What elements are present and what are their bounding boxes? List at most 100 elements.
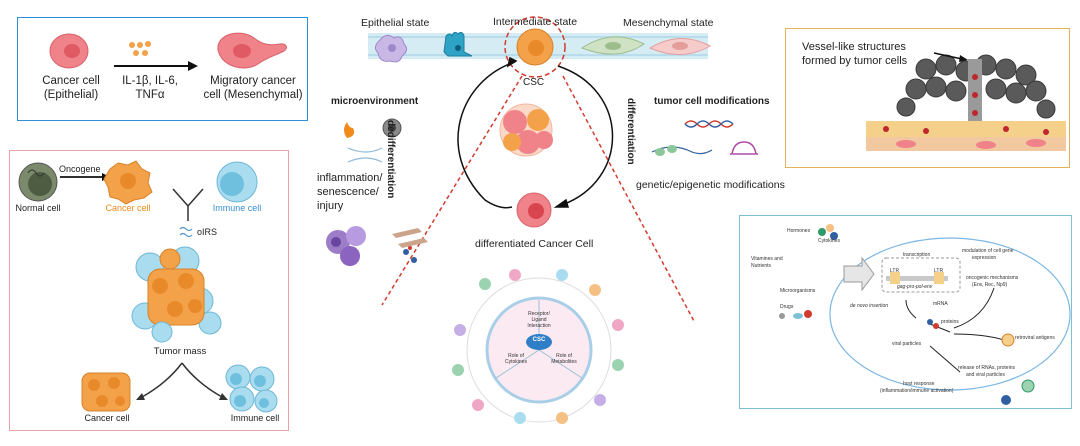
arrow-right-icon	[114, 61, 198, 71]
microorganism-icon	[804, 310, 812, 318]
vessel-arrow-icon	[933, 52, 968, 62]
epithelial-cancer-cell-icon	[49, 33, 89, 69]
vitamins-label: Vitamines and	[751, 256, 783, 262]
rna-loop-icon	[730, 141, 758, 155]
viral-particle-icon	[1001, 333, 1035, 405]
molecule-dots-icon	[403, 246, 417, 263]
role-metabolites-label: Role of	[556, 353, 572, 359]
cycle-arrows-icon	[457, 56, 614, 209]
flow-arrows	[905, 287, 1005, 373]
modulation-label-line2: expression	[972, 255, 997, 261]
chromatin-icon	[651, 145, 713, 156]
flame-icon	[344, 122, 355, 138]
ltr-right-label: LTR	[934, 268, 944, 274]
central-diagram: Epithelial state Intermediate state Mese…	[300, 0, 785, 446]
cytokines-label-line2: TNFα	[135, 89, 165, 101]
normal-cell-label: Normal cell	[15, 203, 61, 213]
cytokines-label: Cytokines	[818, 238, 840, 244]
microenvironment-label: microenvironment	[331, 96, 419, 107]
input-arrow-icon	[843, 256, 875, 292]
role-cytokines-label-line2: Cytokines	[505, 359, 527, 365]
vessel-panel: Vessel-like structures formed by tumor c…	[785, 28, 1070, 168]
oncogene-arrow-icon	[60, 173, 110, 181]
role-metabolites-label-line2: Metabolites	[551, 359, 577, 365]
csc-label: CSC	[523, 77, 545, 88]
intermediate-state-label: Intermediate state	[493, 16, 578, 28]
hormones-label: Hormones	[787, 228, 811, 234]
csc-cell-icon	[516, 28, 554, 66]
dedifferentiation-label: dedifferentiation	[385, 120, 396, 199]
cancer-cell-bottom-label: Cancer cell	[84, 413, 130, 423]
immune-cell-cluster-icon	[225, 364, 278, 413]
differentiated-cancer-cell-label: differentiated Cancer Cell	[475, 238, 594, 250]
transcription-label: transcription	[903, 252, 931, 258]
immune-cells-purple-icon	[326, 226, 366, 266]
mesenchymal-state-label: Mesenchymal state	[623, 17, 714, 29]
dashed-zoom-lines	[381, 75, 696, 324]
host-response-label: host response	[903, 381, 935, 387]
receptor-label: Receptor/	[528, 311, 550, 317]
cytokine-dots-icon	[129, 41, 151, 56]
mesenchymal-cancer-cell-icon	[217, 32, 288, 69]
hormone-cytokine-icons	[818, 224, 838, 240]
normal-cell-icon	[18, 162, 58, 202]
retrovirus-panel: Hormones Cytokines Vitamines and Nutrien…	[739, 215, 1072, 409]
de-novo-label: de novo insertion	[850, 303, 889, 309]
inflammation-label: inflammation/	[317, 172, 383, 184]
viral-particles-label: viral particles	[892, 341, 922, 347]
differentiated-cell-icon	[516, 192, 552, 228]
role-cytokines-label: Role of	[508, 353, 524, 359]
merge-y-icon	[172, 188, 204, 221]
epithelial-cell-icon	[374, 34, 408, 63]
tumor-cell-modifications-label: tumor cell modifications	[654, 96, 770, 107]
wheel-csc-label: CSC	[532, 337, 546, 343]
microorganisms-label: Microorganisms	[780, 288, 816, 294]
cancer-cell-label: Cancer cell	[42, 75, 100, 87]
emt-panel: Cancer cell (Epithelial) IL-1β, IL-6, TN…	[17, 17, 308, 121]
columnar-cell-icon	[443, 31, 473, 57]
protein-icon	[927, 319, 939, 329]
csc-wheel	[452, 269, 624, 424]
senescence-label: senescence/	[317, 186, 379, 198]
spindle-cell-pink-icon	[648, 37, 712, 56]
genetic-epigenetic-label: genetic/epigenetic modifications	[636, 179, 785, 191]
gag-pro-pol-env-label: gag-pro-pol-env	[897, 284, 933, 290]
tumor-mass-label: Tumor mass	[153, 346, 207, 357]
migratory-cell-label: Migratory cancer	[210, 75, 296, 87]
oirs-wave-icon	[179, 226, 193, 238]
retroviral-antigens-label: retroviral antigens	[1015, 335, 1055, 341]
oncogenic-label: oncogenic mechanisms	[966, 275, 1019, 281]
oncogene-label: Oncogene	[59, 164, 101, 174]
fibroblast-icon	[392, 228, 428, 248]
senescent-cell-icon	[382, 118, 402, 138]
injury-tissue-icon	[347, 147, 383, 163]
cancer-cell-sublabel: (Epithelial)	[43, 89, 99, 101]
dna-helix-icon	[684, 120, 734, 128]
injury-label: injury	[317, 200, 344, 212]
immune-cell-label: Immune cell	[212, 203, 262, 213]
immune-cell-bottom-label: Immune cell	[230, 413, 280, 423]
cancer-cell-icon	[103, 160, 153, 205]
tumor-mass-panel: Oncogene Normal cell Cancer cell Immune …	[9, 150, 289, 431]
release-label: release of RNAs, proteins	[958, 365, 1015, 371]
release-label-line2: and viral particles	[966, 372, 1005, 378]
drugs-label: Drugs	[780, 304, 794, 310]
immune-cell-icon	[216, 161, 258, 203]
drug-pills-icon	[779, 313, 803, 319]
tumor-mass-cluster	[131, 246, 222, 343]
ltr-left-label: LTR	[890, 268, 900, 274]
host-cell-outline	[829, 237, 1071, 391]
stroma-layer	[866, 121, 1066, 151]
migratory-cell-sublabel: cell (Mesenchymal)	[203, 89, 303, 101]
nutrients-label: Nutrients	[751, 263, 772, 269]
ligand-label: Ligand	[531, 317, 547, 323]
vessel-label-line2: formed by tumor cells	[802, 55, 908, 67]
csc-cluster-icon	[499, 103, 553, 157]
oirs-label: oIRS	[197, 227, 218, 237]
nucleus-box	[881, 257, 961, 293]
proteins-label: proteins	[941, 319, 959, 325]
cancer-cell-label: Cancer cell	[105, 203, 151, 213]
gene-insert-icon	[886, 272, 948, 284]
host-response-label-line2: (inflammation/immune activation)	[880, 388, 954, 394]
differentiation-label: differentiation	[625, 98, 636, 165]
